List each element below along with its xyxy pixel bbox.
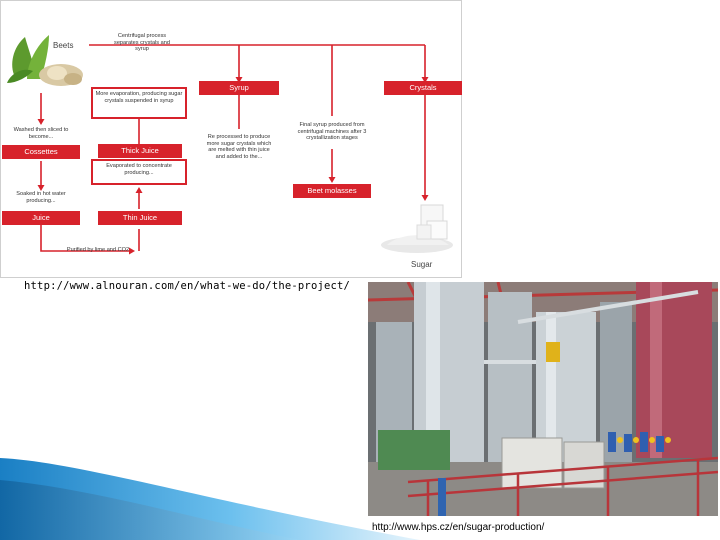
slide-swoosh-decoration bbox=[0, 440, 420, 540]
final-syrup-note: Final syrup produced from centrifugal ma… bbox=[295, 122, 369, 142]
reprocessed-note: Re processed to produce more sugar cryst… bbox=[203, 134, 275, 160]
beets-label: Beets bbox=[53, 41, 73, 50]
juice-box: Juice bbox=[2, 211, 80, 225]
centrifugal-process-note: Centrifugal process separates crystals a… bbox=[107, 33, 177, 53]
thin-juice-box: Thin Juice bbox=[98, 211, 182, 225]
source-caption-photo: http://www.hps.cz/en/sugar-production/ bbox=[372, 522, 544, 533]
crystals-box: Crystals bbox=[384, 81, 462, 95]
evaporation-note-box: More evaporation, producing sugar crysta… bbox=[91, 87, 187, 119]
thick-juice-box: Thick Juice bbox=[98, 144, 182, 158]
purified-note: Purified by lime and CO2 bbox=[53, 247, 143, 254]
beets-illustration bbox=[3, 27, 89, 91]
sugar-cubes-illustration bbox=[377, 201, 461, 253]
sugar-label: Sugar bbox=[411, 260, 432, 269]
soaked-note: Soaked in hot water producing... bbox=[3, 191, 79, 204]
cossettes-box: Cossettes bbox=[2, 145, 80, 159]
source-caption-flowchart: http://www.alnouran.com/en/what-we-do/th… bbox=[24, 280, 350, 292]
sugar-factory-photo bbox=[368, 282, 718, 516]
syrup-box: Syrup bbox=[199, 81, 279, 95]
sugar-process-flowchart: Beets Centrifugal process separates crys… bbox=[0, 0, 462, 278]
beet-molasses-box: Beet molasses bbox=[293, 184, 371, 198]
washed-note: Washed then sliced to become... bbox=[3, 127, 79, 140]
concentrate-note-box: Evaporated to concentrate producing... bbox=[91, 159, 187, 185]
